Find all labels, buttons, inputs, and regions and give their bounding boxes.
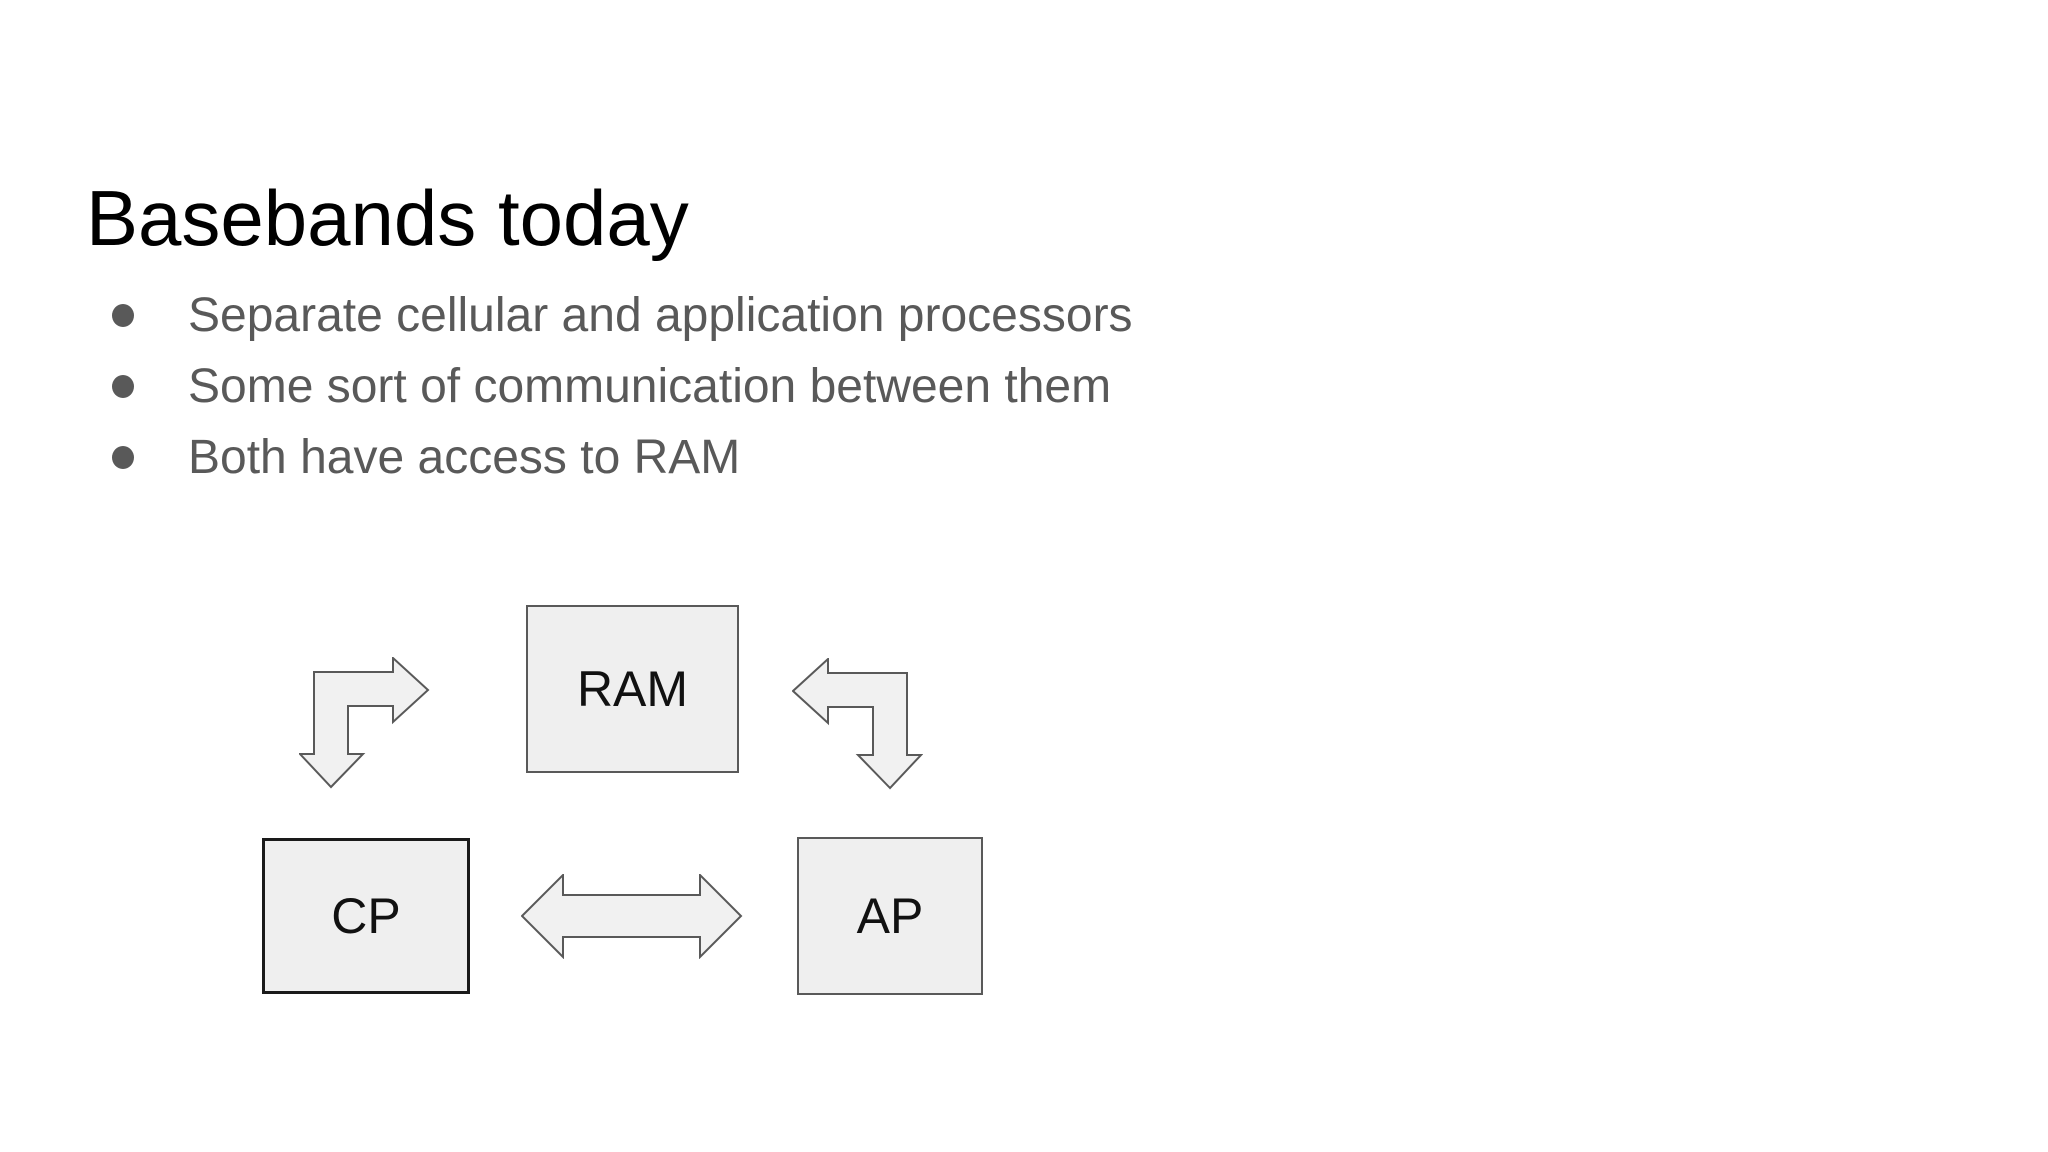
bullet-dot-icon xyxy=(112,304,134,327)
ram-node-box: RAM xyxy=(526,605,739,773)
slide-title: Basebands today xyxy=(86,174,689,263)
bullet-item: Some sort of communication between them xyxy=(112,351,1133,422)
ram-node-label: RAM xyxy=(576,661,689,717)
cp-node-box: CP xyxy=(262,838,470,994)
bullet-text: Separate cellular and application proces… xyxy=(188,289,1133,342)
bullet-dot-icon xyxy=(112,375,134,398)
bullet-text: Some sort of communication between them xyxy=(188,360,1112,413)
cp-node-label: CP xyxy=(331,888,401,944)
ap-node-label: AP xyxy=(856,888,924,944)
bullet-item: Both have access to RAM xyxy=(112,422,1133,493)
bullet-text: Both have access to RAM xyxy=(188,431,741,484)
bullet-list: Separate cellular and application proces… xyxy=(112,280,1133,493)
ap-node-box: AP xyxy=(797,837,983,995)
bullet-item: Separate cellular and application proces… xyxy=(112,280,1133,351)
cp-ram-bent-arrow-icon xyxy=(299,657,430,789)
ram-ap-bent-arrow-icon xyxy=(792,658,923,790)
cp-ap-horizontal-arrow-icon xyxy=(521,874,743,959)
bullet-dot-icon xyxy=(112,446,134,469)
